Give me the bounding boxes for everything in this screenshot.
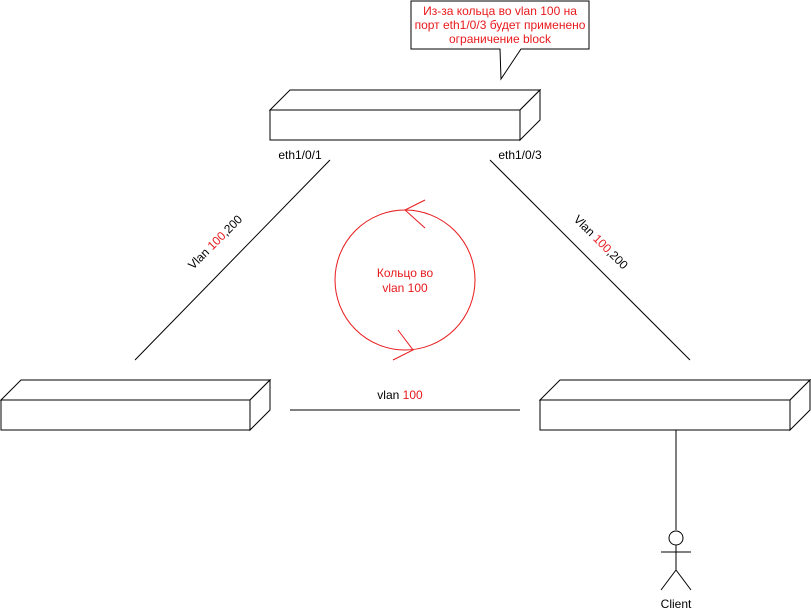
switch-right[interactable] [538,378,811,432]
port-label-right: eth1/0/3 [498,148,542,162]
link-left [134,159,331,361]
client-label: Client [661,597,692,611]
loop-label-line2: vlan 100 [382,281,428,295]
loop-label-line1: Кольцо во [377,266,434,280]
link-right [489,159,691,361]
switch-top[interactable] [268,88,542,142]
loop-arrowhead-bottom [392,329,414,361]
loop-indicator: Кольцо во vlan 100 [334,199,476,361]
link-label-bottom: vlan 100 [377,388,423,402]
link-label-right: Vlan 100,200 [571,212,631,272]
client-actor-icon[interactable] [660,530,692,591]
port-label-left: eth1/0/1 [278,148,322,162]
loop-arrowhead-top [404,199,426,229]
callout-bubble [410,0,590,81]
link-label-left: Vlan 100,200 [185,212,245,272]
switch-left[interactable] [0,378,272,432]
